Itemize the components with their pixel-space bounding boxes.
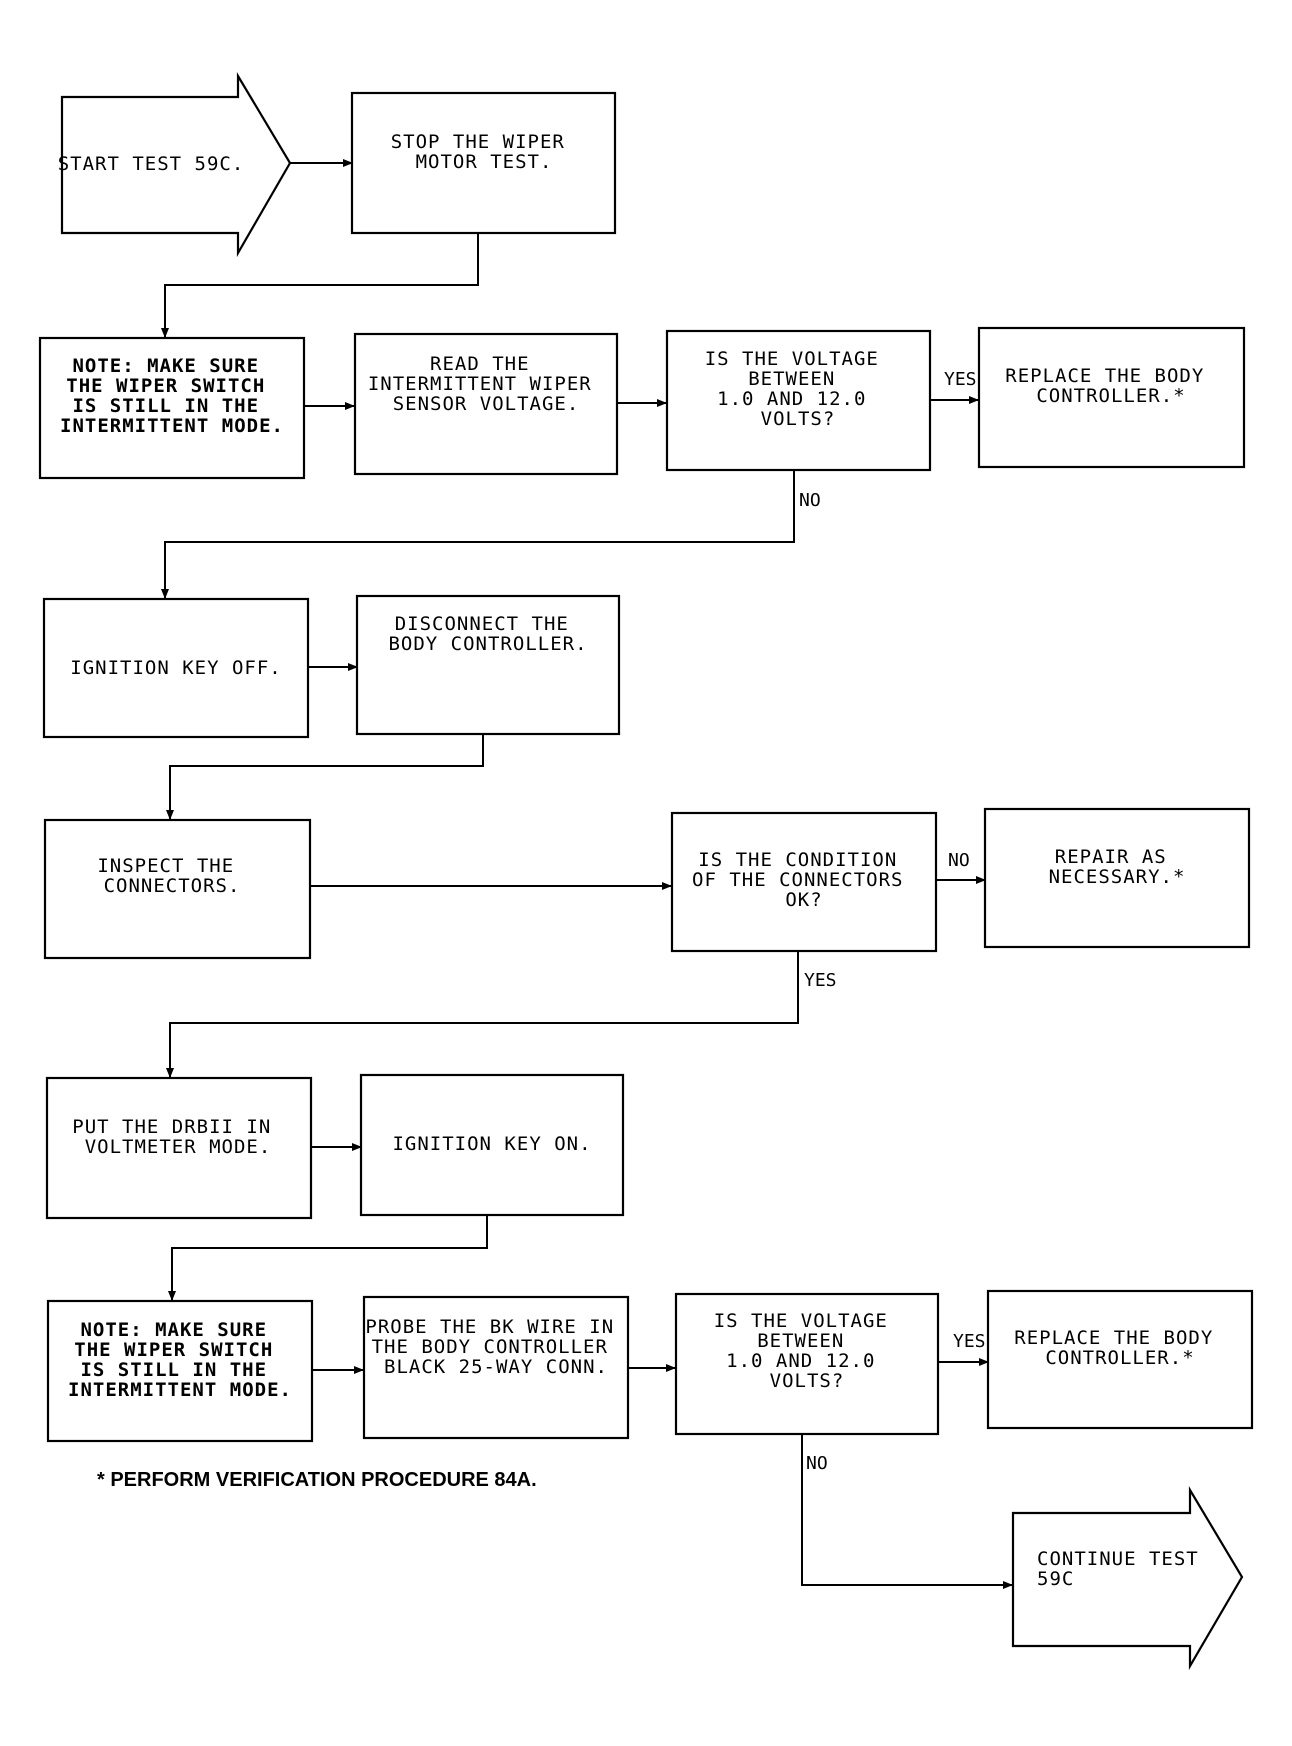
note-2-box: NOTE: MAKE SURE THE WIPER SWITCH IS STIL… bbox=[46, 1299, 314, 1443]
flow-connector bbox=[161, 233, 479, 338]
decision-voltage-2-line: VOLTS? bbox=[770, 1370, 845, 1392]
continue-line: 59C bbox=[1037, 1568, 1074, 1590]
start-line: START TEST 59C. bbox=[58, 153, 245, 175]
ignition-on-box: IGNITION KEY ON. bbox=[359, 1073, 625, 1217]
note-1-line: NOTE: MAKE SURE bbox=[72, 355, 259, 377]
decision-connectors-line: IS THE CONDITION bbox=[698, 849, 897, 871]
ignition-off-line: IGNITION KEY OFF. bbox=[70, 657, 281, 679]
note-2-line: INTERMITTENT MODE. bbox=[68, 1379, 292, 1401]
disconnect-text: DISCONNECT THE BODY CONTROLLER. bbox=[388, 613, 587, 655]
flow-connector bbox=[166, 734, 484, 820]
decision-voltage-1-line: IS THE VOLTAGE bbox=[705, 348, 879, 370]
note-2-line: NOTE: MAKE SURE bbox=[80, 1319, 267, 1341]
drbii-text: PUT THE DRBII IN VOLTMETER MODE. bbox=[72, 1116, 283, 1158]
yes-label: YES bbox=[804, 970, 837, 991]
ignition-on-line: IGNITION KEY ON. bbox=[392, 1133, 591, 1155]
flow-connector bbox=[161, 470, 795, 599]
replace-1-line: REPLACE THE BODY bbox=[1005, 365, 1204, 387]
repair-line: REPAIR AS bbox=[1055, 846, 1167, 868]
probe-line: BLACK 25-WAY CONN. bbox=[384, 1356, 608, 1378]
flow-connector bbox=[166, 951, 799, 1078]
continue-line: CONTINUE TEST bbox=[1037, 1548, 1199, 1570]
continue-arrow: CONTINUE TEST 59C bbox=[1011, 1486, 1244, 1671]
read-voltage-text: READ THE INTERMITTENT WIPER SENSOR VOLTA… bbox=[368, 353, 604, 415]
replace-1-line: CONTROLLER.* bbox=[1036, 385, 1185, 407]
replace-2-box: REPLACE THE BODY CONTROLLER.* bbox=[986, 1289, 1254, 1430]
flow-connector bbox=[801, 1434, 1013, 1589]
read-voltage-line: INTERMITTENT WIPER bbox=[368, 373, 592, 395]
no-label: NO bbox=[806, 1453, 828, 1474]
decision-voltage-1-box: IS THE VOLTAGE BETWEEN 1.0 AND 12.0 VOLT… bbox=[665, 329, 932, 472]
stop-wiper-line: STOP THE WIPER bbox=[391, 131, 565, 153]
inspect-text: INSPECT THE CONNECTORS. bbox=[97, 855, 246, 897]
continue-text: CONTINUE TEST 59C bbox=[1037, 1548, 1211, 1590]
replace-1-box: REPLACE THE BODY CONTROLLER.* bbox=[977, 326, 1246, 469]
probe-text: PROBE THE BK WIRE IN THE BODY CONTROLLER… bbox=[365, 1316, 626, 1378]
decision-voltage-2-box: IS THE VOLTAGE BETWEEN 1.0 AND 12.0 VOLT… bbox=[674, 1292, 940, 1436]
ignition-off-box: IGNITION KEY OFF. bbox=[42, 597, 310, 739]
disconnect-box: DISCONNECT THE BODY CONTROLLER. bbox=[355, 594, 621, 736]
note-1-line: THE WIPER SWITCH bbox=[66, 375, 265, 397]
decision-voltage-2-text: IS THE VOLTAGE BETWEEN 1.0 AND 12.0 VOLT… bbox=[714, 1310, 901, 1392]
disconnect-line: DISCONNECT THE bbox=[395, 613, 569, 635]
decision-voltage-2-line: BETWEEN bbox=[757, 1330, 844, 1352]
no-label: NO bbox=[799, 490, 821, 511]
replace-2-text: REPLACE THE BODY CONTROLLER.* bbox=[1014, 1327, 1225, 1369]
decision-connectors-text: IS THE CONDITION OF THE CONNECTORS OK? bbox=[692, 849, 916, 911]
note-1-line: INTERMITTENT MODE. bbox=[60, 415, 284, 437]
note-2-text: NOTE: MAKE SURE THE WIPER SWITCH IS STIL… bbox=[68, 1319, 292, 1401]
replace-2-line: CONTROLLER.* bbox=[1045, 1347, 1194, 1369]
probe-line: PROBE THE BK WIRE IN bbox=[365, 1316, 614, 1338]
flow-connector bbox=[168, 1215, 488, 1301]
note-2-line: IS STILL IN THE bbox=[80, 1359, 267, 1381]
read-voltage-line: SENSOR VOLTAGE. bbox=[393, 393, 580, 415]
yes-label: YES bbox=[953, 1331, 986, 1352]
repair-box: REPAIR AS NECESSARY.* bbox=[983, 807, 1251, 949]
stop-wiper-box: STOP THE WIPER MOTOR TEST. bbox=[350, 91, 617, 235]
decision-connectors-box: IS THE CONDITION OF THE CONNECTORS OK? bbox=[670, 811, 938, 953]
stop-wiper-line: MOTOR TEST. bbox=[416, 151, 553, 173]
decision-voltage-2-line: IS THE VOLTAGE bbox=[714, 1310, 888, 1332]
note-1-text: NOTE: MAKE SURE THE WIPER SWITCH IS STIL… bbox=[60, 355, 284, 437]
inspect-line: CONNECTORS. bbox=[104, 875, 241, 897]
note-1-line: IS STILL IN THE bbox=[72, 395, 259, 417]
inspect-box: INSPECT THE CONNECTORS. bbox=[43, 818, 312, 960]
no-label: NO bbox=[948, 850, 970, 871]
start-arrow: START TEST 59C. bbox=[58, 72, 292, 258]
start-text: START TEST 59C. bbox=[58, 153, 245, 175]
read-voltage-box: READ THE INTERMITTENT WIPER SENSOR VOLTA… bbox=[353, 332, 619, 476]
note-1-box: NOTE: MAKE SURE THE WIPER SWITCH IS STIL… bbox=[38, 336, 306, 480]
drbii-box: PUT THE DRBII IN VOLTMETER MODE. bbox=[45, 1076, 313, 1220]
read-voltage-line: READ THE bbox=[430, 353, 530, 375]
decision-connectors-line: OK? bbox=[785, 889, 822, 911]
note-2-line: THE WIPER SWITCH bbox=[74, 1339, 273, 1361]
decision-voltage-1-line: BETWEEN bbox=[748, 368, 835, 390]
ignition-off-text: IGNITION KEY OFF. bbox=[70, 657, 281, 679]
stop-wiper-text: STOP THE WIPER MOTOR TEST. bbox=[391, 131, 578, 173]
repair-line: NECESSARY.* bbox=[1049, 866, 1186, 888]
disconnect-line: BODY CONTROLLER. bbox=[388, 633, 587, 655]
decision-connectors-line: OF THE CONNECTORS bbox=[692, 869, 903, 891]
footnote: * PERFORM VERIFICATION PROCEDURE 84A. bbox=[97, 1469, 537, 1491]
probe-line: THE BODY CONTROLLER bbox=[372, 1336, 608, 1358]
drbii-line: VOLTMETER MODE. bbox=[85, 1136, 272, 1158]
replace-2-line: REPLACE THE BODY bbox=[1014, 1327, 1213, 1349]
decision-voltage-1-text: IS THE VOLTAGE BETWEEN 1.0 AND 12.0 VOLT… bbox=[705, 348, 892, 430]
decision-voltage-1-line: 1.0 AND 12.0 bbox=[717, 388, 866, 410]
decision-voltage-2-line: 1.0 AND 12.0 bbox=[726, 1350, 875, 1372]
ignition-on-text: IGNITION KEY ON. bbox=[392, 1133, 591, 1155]
repair-text: REPAIR AS NECESSARY.* bbox=[1049, 846, 1186, 888]
drbii-line: PUT THE DRBII IN bbox=[72, 1116, 271, 1138]
replace-1-text: REPLACE THE BODY CONTROLLER.* bbox=[1005, 365, 1216, 407]
yes-label: YES bbox=[944, 369, 977, 390]
probe-box: PROBE THE BK WIRE IN THE BODY CONTROLLER… bbox=[362, 1295, 630, 1440]
inspect-line: INSPECT THE bbox=[97, 855, 234, 877]
decision-voltage-1-line: VOLTS? bbox=[761, 408, 836, 430]
